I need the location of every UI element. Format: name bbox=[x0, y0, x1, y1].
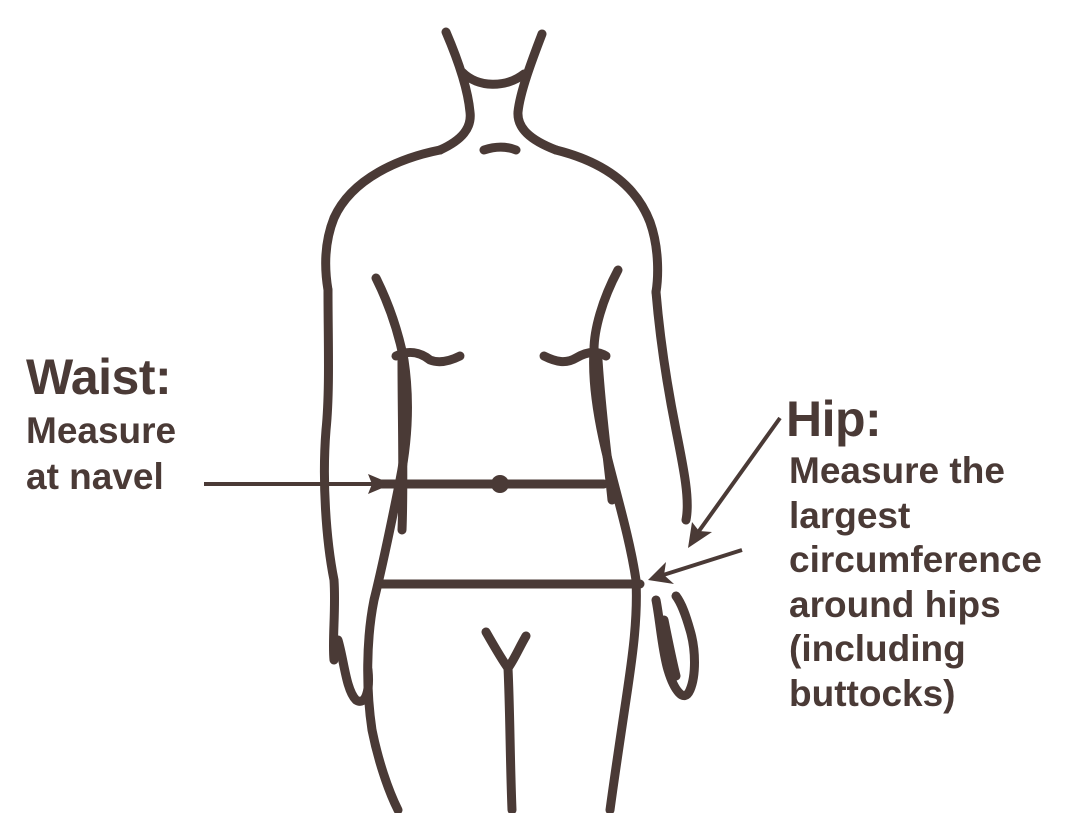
hip-instruction-line: circumference bbox=[789, 538, 1042, 583]
crotch-outline bbox=[486, 632, 526, 668]
waist-instruction-line: Measure bbox=[26, 408, 176, 454]
left-arm-outline bbox=[324, 290, 334, 660]
right-shoulder-outline bbox=[556, 150, 658, 292]
hip-instructions: Measure the largest circumference around… bbox=[789, 449, 1042, 716]
hip-instruction-line: around hips bbox=[789, 583, 1042, 628]
right-arm-outline bbox=[656, 292, 687, 520]
right-hand-outline bbox=[656, 596, 695, 696]
hip-instruction-line: largest bbox=[789, 494, 1042, 539]
waist-instruction-line: at navel bbox=[26, 454, 176, 500]
waist-instructions: Measure at navel bbox=[26, 408, 176, 500]
neck-left-outline bbox=[440, 32, 470, 150]
left-shoulder-outline bbox=[326, 150, 440, 290]
hip-arrow-upper bbox=[688, 418, 780, 548]
hip-instruction-line: (including bbox=[789, 627, 1042, 672]
neck-collar-outline bbox=[462, 72, 524, 84]
inner-leg-line bbox=[508, 668, 512, 810]
neck-right-outline bbox=[518, 34, 556, 150]
hip-instruction-line: buttocks) bbox=[789, 672, 1042, 717]
collarbone-notch bbox=[484, 147, 516, 150]
left-forearm-line bbox=[402, 360, 403, 530]
hip-instruction-line: Measure the bbox=[789, 449, 1042, 494]
right-forearm-line bbox=[598, 360, 612, 500]
hip-title: Hip: bbox=[786, 390, 881, 448]
navel-marker bbox=[491, 475, 509, 493]
waist-arrow bbox=[204, 474, 392, 494]
waist-title: Waist: bbox=[26, 348, 171, 406]
hip-arrow-lower bbox=[648, 550, 742, 584]
